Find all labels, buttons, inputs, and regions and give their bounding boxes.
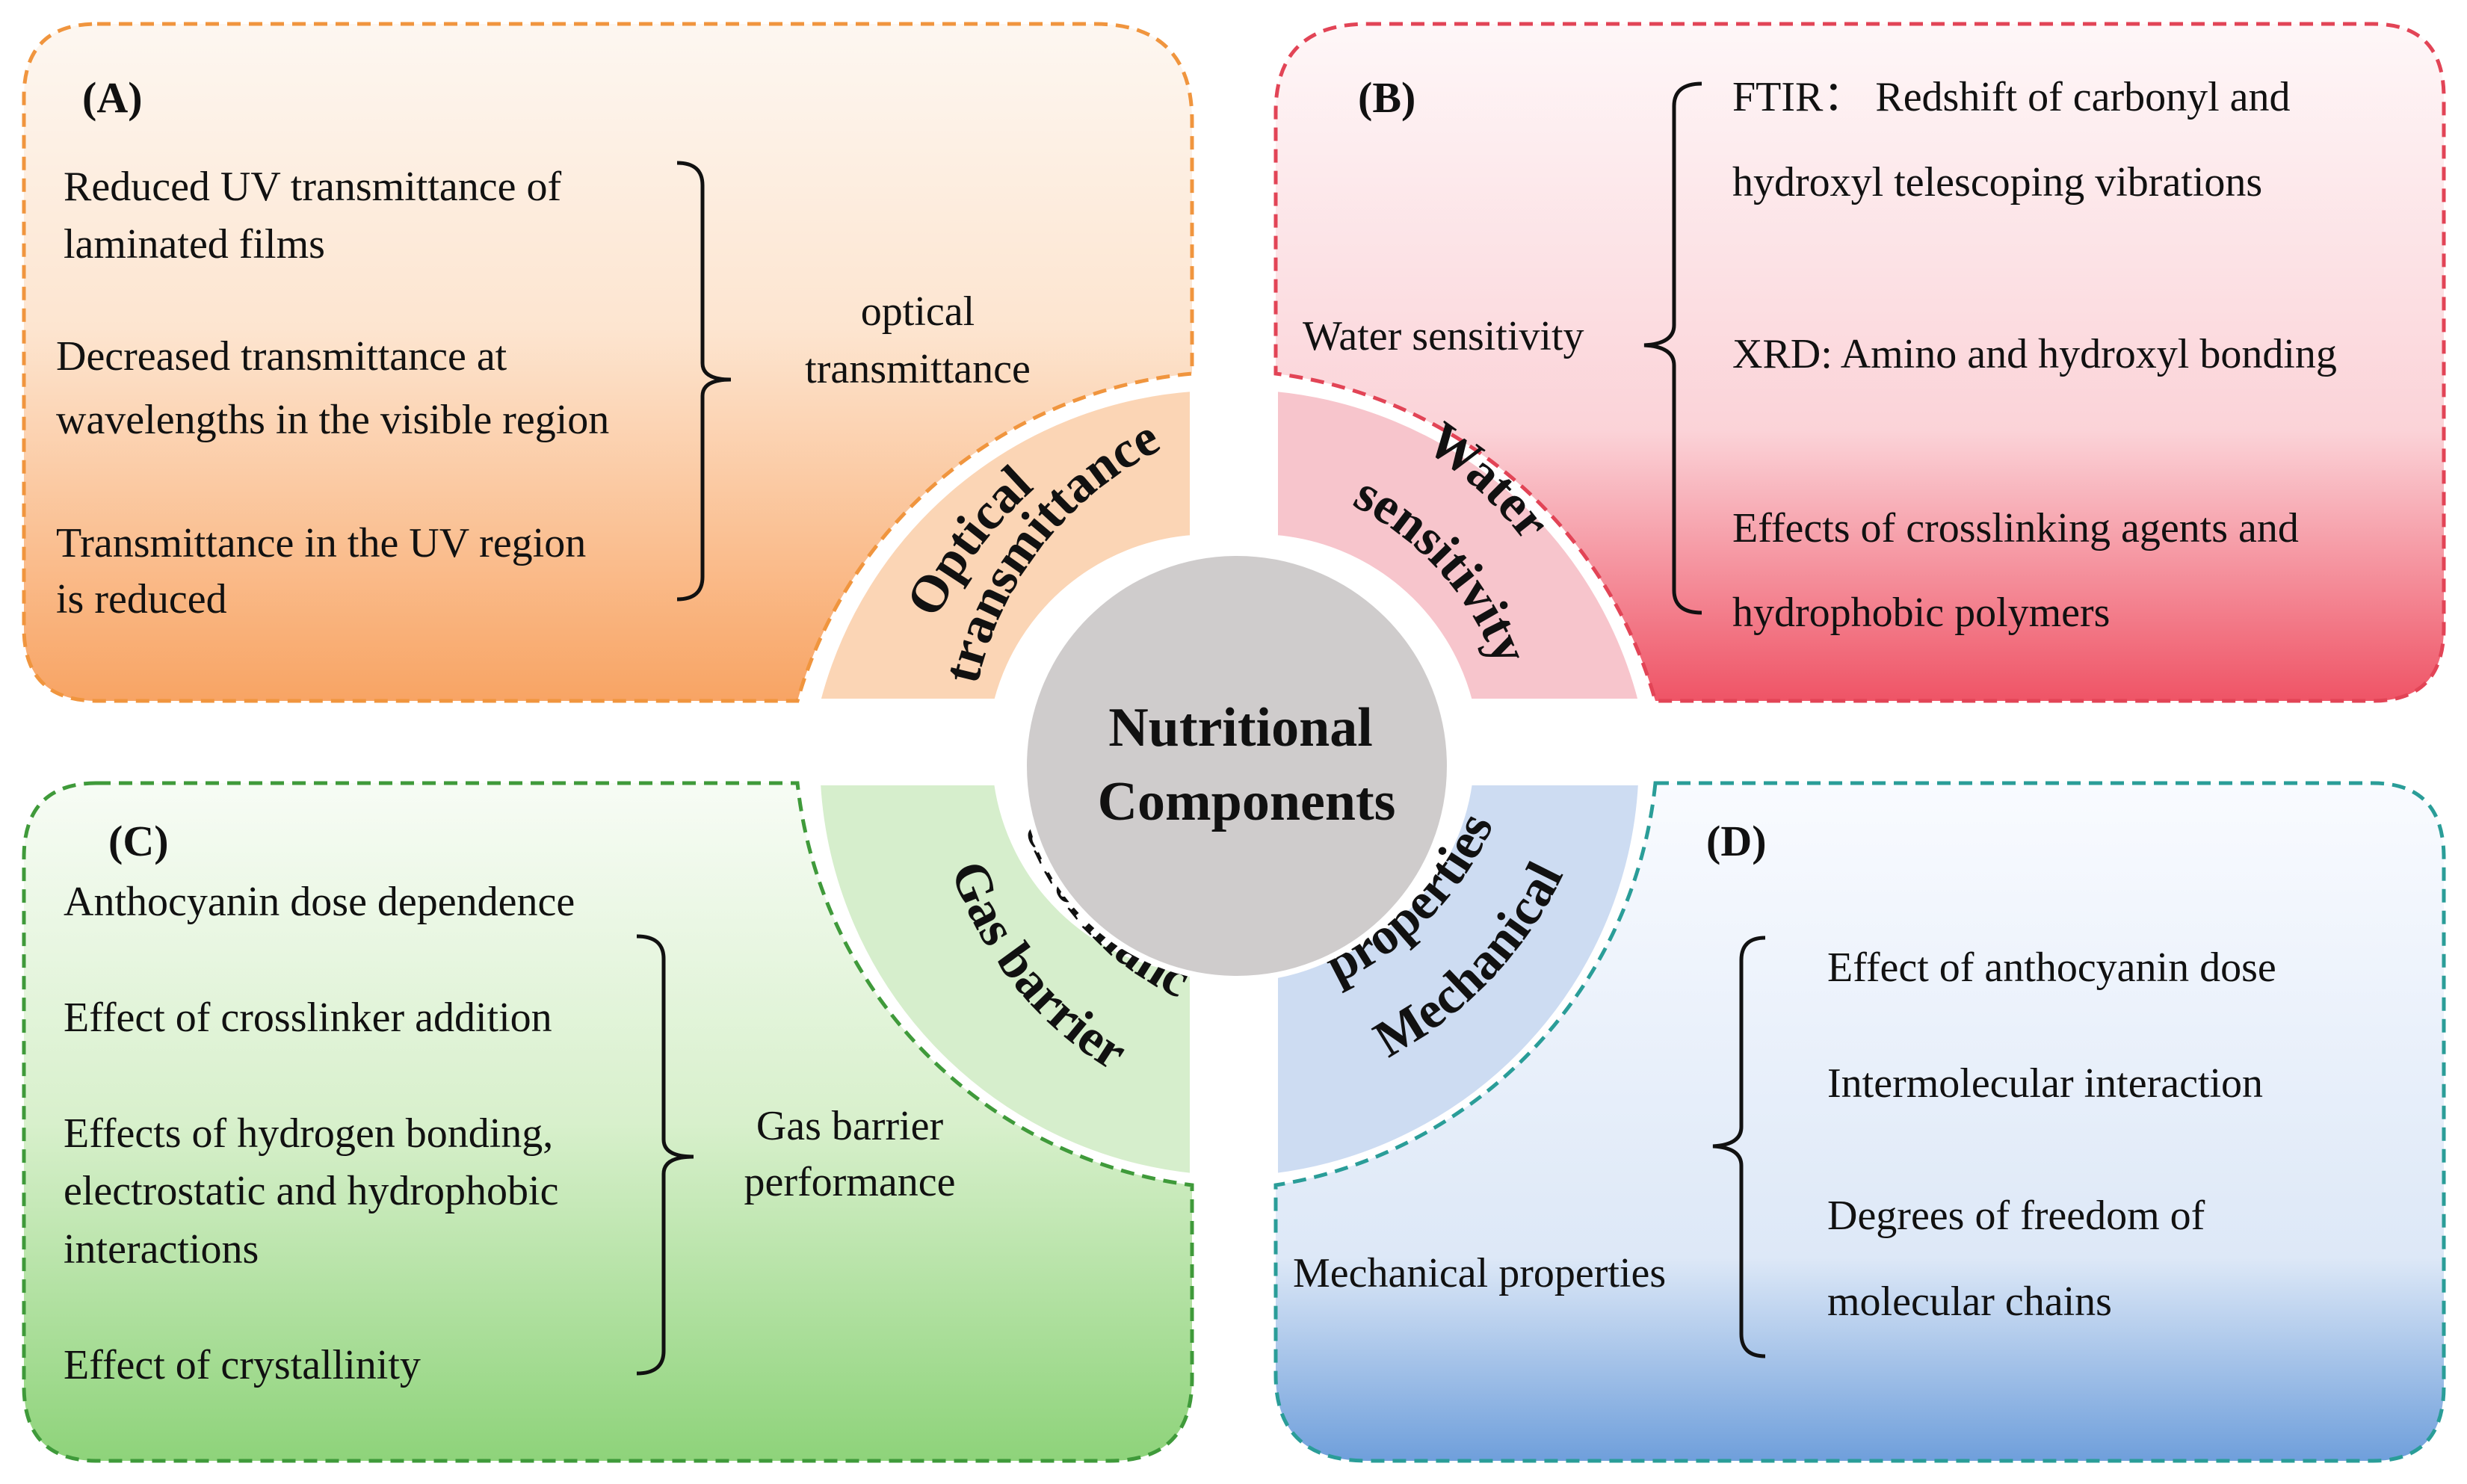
arc-segment-gas-barrier — [815, 781, 1194, 1178]
panel-a-item-1-line-1: Reduced UV transmittance of — [64, 164, 561, 210]
panel-d-label: (D) — [1706, 817, 1767, 865]
center-hub — [1021, 550, 1453, 982]
panel-c-box — [22, 781, 1194, 1463]
panel-b-item-3-line-2: hydrophobic polymers — [1732, 590, 2110, 636]
panel-d: (D) Mechanical properties Effect of anth… — [1273, 781, 2446, 1463]
panel-c-summary-line-2: performance — [744, 1159, 956, 1205]
panel-d-item-2-line-1: Intermolecular interaction — [1827, 1060, 2263, 1107]
panel-a-summary-line-1: optical — [861, 288, 975, 335]
panel-b-box — [1273, 22, 2446, 703]
panel-d-bracket — [1712, 936, 1766, 1358]
panel-c-label: (C) — [108, 817, 169, 865]
panel-d-item-1-line-1: Effect of anthocyanin dose — [1827, 944, 2276, 991]
panel-d-summary: Mechanical properties — [1293, 1250, 1666, 1296]
arc-segment-optical — [815, 386, 1194, 703]
panel-c-item-3-line-3: interactions — [64, 1226, 259, 1273]
panel-a-item-3-line-2: is reduced — [56, 576, 227, 622]
panel-c-item-3-line-2: electrostatic and hydrophobic — [64, 1168, 558, 1214]
panel-c-bracket — [636, 934, 694, 1376]
panel-b-bracket — [1643, 81, 1702, 615]
panel-b-item-1-line-2: hydroxyl telescoping vibrations — [1732, 159, 2262, 205]
panel-d-box — [1273, 781, 2446, 1463]
panel-c-item-3-line-1: Effects of hydrogen bonding, — [64, 1110, 553, 1157]
panel-a-item-1-line-2: laminated films — [64, 221, 325, 268]
panel-c-item-4-line-1: Effect of crystallinity — [64, 1342, 421, 1388]
panel-b-item-3-line-1: Effects of crosslinking agents and — [1732, 505, 2299, 551]
panel-c: (C) Anthocyanin dose dependence Effect o… — [22, 781, 1194, 1463]
panel-a-bracket — [676, 161, 732, 602]
arc-segment-mechanical — [1273, 781, 1643, 1178]
panel-a-item-2-line-2: wavelengths in the visible region — [56, 397, 609, 443]
arc-segment-water — [1273, 386, 1643, 703]
panel-a-box — [22, 22, 1194, 703]
panel-b: (B) Water sensitivity FTIR： Redshift of … — [1273, 22, 2446, 703]
center-title-line-1: Nutritional — [1108, 697, 1373, 758]
panel-b-item-2-line-1: XRD: Amino and hydroxyl bonding — [1732, 331, 2337, 377]
panel-c-item-1-line-1: Anthocyanin dose dependence — [64, 879, 575, 925]
panel-c-summary-line-1: Gas barrier — [756, 1103, 944, 1149]
panel-a-summary-line-2: transmittance — [805, 346, 1031, 392]
panel-d-item-3-line-1: Degrees of freedom of — [1827, 1193, 2205, 1239]
panel-a-item-3-line-1: Transmittance in the UV region — [56, 520, 586, 566]
panel-b-summary: Water sensitivity — [1303, 313, 1584, 359]
center-title-line-2: Components — [1098, 771, 1396, 832]
panel-d-item-3-line-2: molecular chains — [1827, 1279, 2112, 1325]
panel-c-item-2-line-1: Effect of crosslinker addition — [64, 995, 552, 1041]
panel-b-item-1-line-1: FTIR： Redshift of carbonyl and — [1732, 74, 2291, 120]
panel-b-label: (B) — [1358, 73, 1415, 122]
panel-a: (A) Reduced UV transmittance of laminate… — [22, 22, 1194, 703]
panel-a-label: (A) — [82, 73, 143, 122]
panel-a-item-2-line-1: Decreased transmittance at — [56, 333, 507, 380]
